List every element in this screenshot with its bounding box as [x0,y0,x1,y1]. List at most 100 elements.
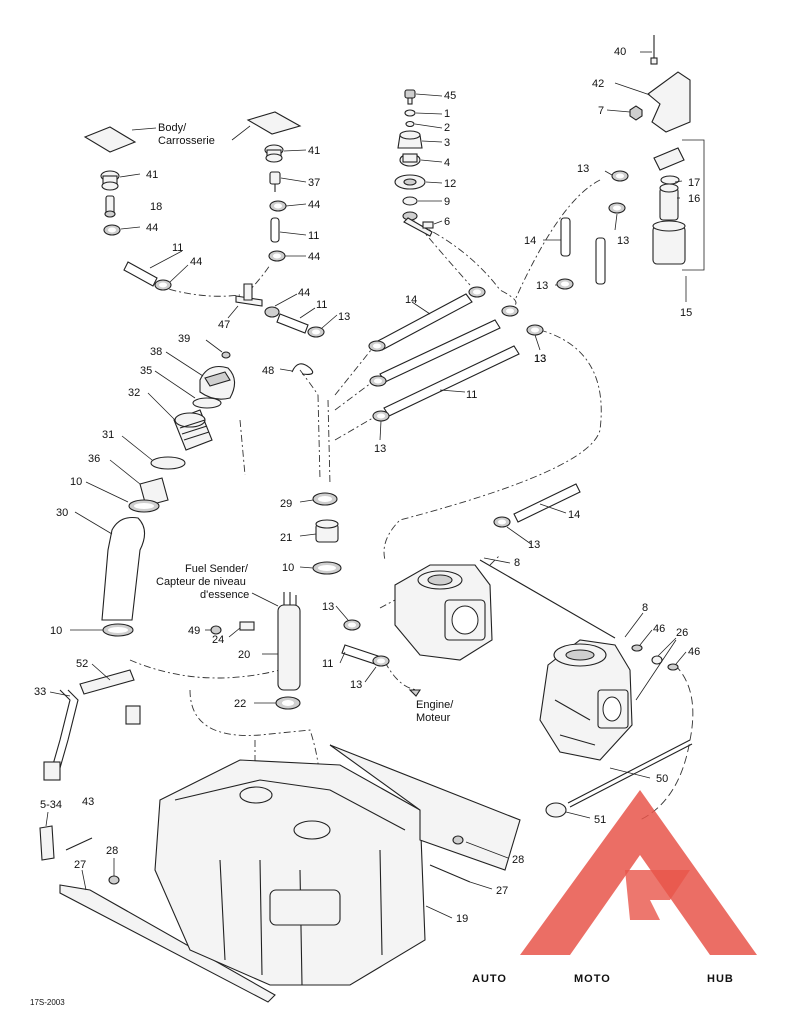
note-fuel-sender-line3: d'essence [200,589,249,601]
bracket-5-34 [39,825,55,861]
clamp-10-upper [128,499,160,513]
callout-11-carb: 11 [322,658,333,670]
clamp-13-mid-f [526,324,544,336]
callout-31: 31 [102,429,114,441]
callout-45: 45 [444,90,456,102]
filler-neck-32 [173,409,213,451]
connector-24 [239,621,255,631]
rail-27-right [429,864,471,883]
neck-36 [139,477,169,507]
callout-32: 32 [128,387,140,399]
cable-50 [567,739,693,808]
callout-18: 18 [150,201,162,213]
clamp-13-mid-d [369,375,387,387]
strap-33 [43,689,141,781]
fuel-tank-19 [154,759,426,986]
clamp-13-carb-a [493,516,511,528]
screw-45 [404,89,416,105]
valve-body-4 [399,153,421,167]
clamp-44-left-lower [154,279,172,291]
clamp-10-lower [102,623,134,637]
clamp-13-carb-c [372,655,390,667]
clamp-13-mid-a [468,286,486,298]
t-fitting-47 [235,283,263,307]
callout-43: 43 [82,796,94,808]
check-valve-37 [269,171,281,192]
routing-lines [129,179,694,821]
filter-element-16 [659,183,679,221]
filler-hose-30 [101,516,146,621]
callout-11-t: 11 [316,299,327,311]
grommet-41-left [100,170,120,191]
callout-42: 42 [592,78,604,90]
filter-head-17 [653,147,685,185]
throttle-body [394,564,493,661]
hose-14-carb [513,483,581,523]
clamp-13-carb-b [343,619,361,631]
callout-37: 37 [308,177,320,189]
callout-51: 51 [594,814,606,826]
callout-1: 1 [444,108,450,120]
gasket-22 [275,696,301,710]
callout-50: 50 [656,773,668,785]
callout-13-right-low: 13 [536,280,548,292]
note-body-line1: Body/ [158,122,187,134]
callout-19: 19 [456,913,468,925]
callout-28-left: 28 [106,845,118,857]
hose-14-vertical-b [595,237,606,285]
washer-46-b [667,663,679,671]
strap-52 [79,669,135,695]
callout-29: 29 [280,498,292,510]
callout-46-upper: 46 [653,623,665,635]
cable-8 [479,559,616,639]
callout-26: 26 [676,627,688,639]
callout-27-left: 27 [74,859,86,871]
callout-10-upper: 10 [70,476,82,488]
gasket-35 [192,397,222,409]
callout-13-carb-left: 13 [322,601,334,613]
leader-lines [45,51,687,919]
clamp-13-right-c [556,278,574,290]
note-fuel-sender-line2: Capteur de niveau [156,576,246,588]
watermark-brand-auto: AUTO [472,973,507,985]
hose-11-left [123,261,158,287]
callout-41-left: 41 [146,169,158,181]
callout-10-sender: 10 [282,562,294,574]
body-panel-left [83,111,302,153]
callout-8-top: 8 [514,557,520,569]
callout-24: 24 [212,634,224,646]
gasket-9 [402,196,418,206]
tank-support-panel [329,744,521,871]
clamp-13-right-b [608,202,626,214]
clamp-13-mid-e [372,410,390,422]
hose-14-vertical-a [560,217,571,257]
pickup-6 [402,211,434,237]
callout-13-carb-low: 13 [350,679,362,691]
flange-12 [394,174,426,190]
callout-27-right: 27 [496,885,508,897]
hose-11-long-a [379,319,501,383]
screw-28-right [452,835,464,845]
clamp-13-mid-b [501,305,519,317]
callout-5-34: 5-34 [40,799,62,811]
callout-44-left: 44 [146,222,158,234]
clamp-13-right-a [611,170,629,182]
watermark-brand-hub: HUB [707,973,734,985]
tether-39 [221,351,231,359]
rail-27-left [59,884,276,1003]
callout-48: 48 [262,365,274,377]
callout-52: 52 [76,658,88,670]
carburetor-right [539,639,633,761]
watermark-logo: AUTO MOTO HUB [472,790,757,985]
callout-9: 9 [444,196,450,208]
callout-14-carb: 14 [568,509,580,521]
callout-17: 17 [688,177,700,189]
grommet-41-right [264,144,284,163]
callout-3: 3 [444,137,450,149]
clamp-44-t [264,306,280,318]
screw-28-left [108,875,120,885]
watermark-triangle-inner-icon [625,870,690,920]
watermark-triangle-icon [520,790,757,955]
callout-44-left-lower: 44 [190,256,202,268]
